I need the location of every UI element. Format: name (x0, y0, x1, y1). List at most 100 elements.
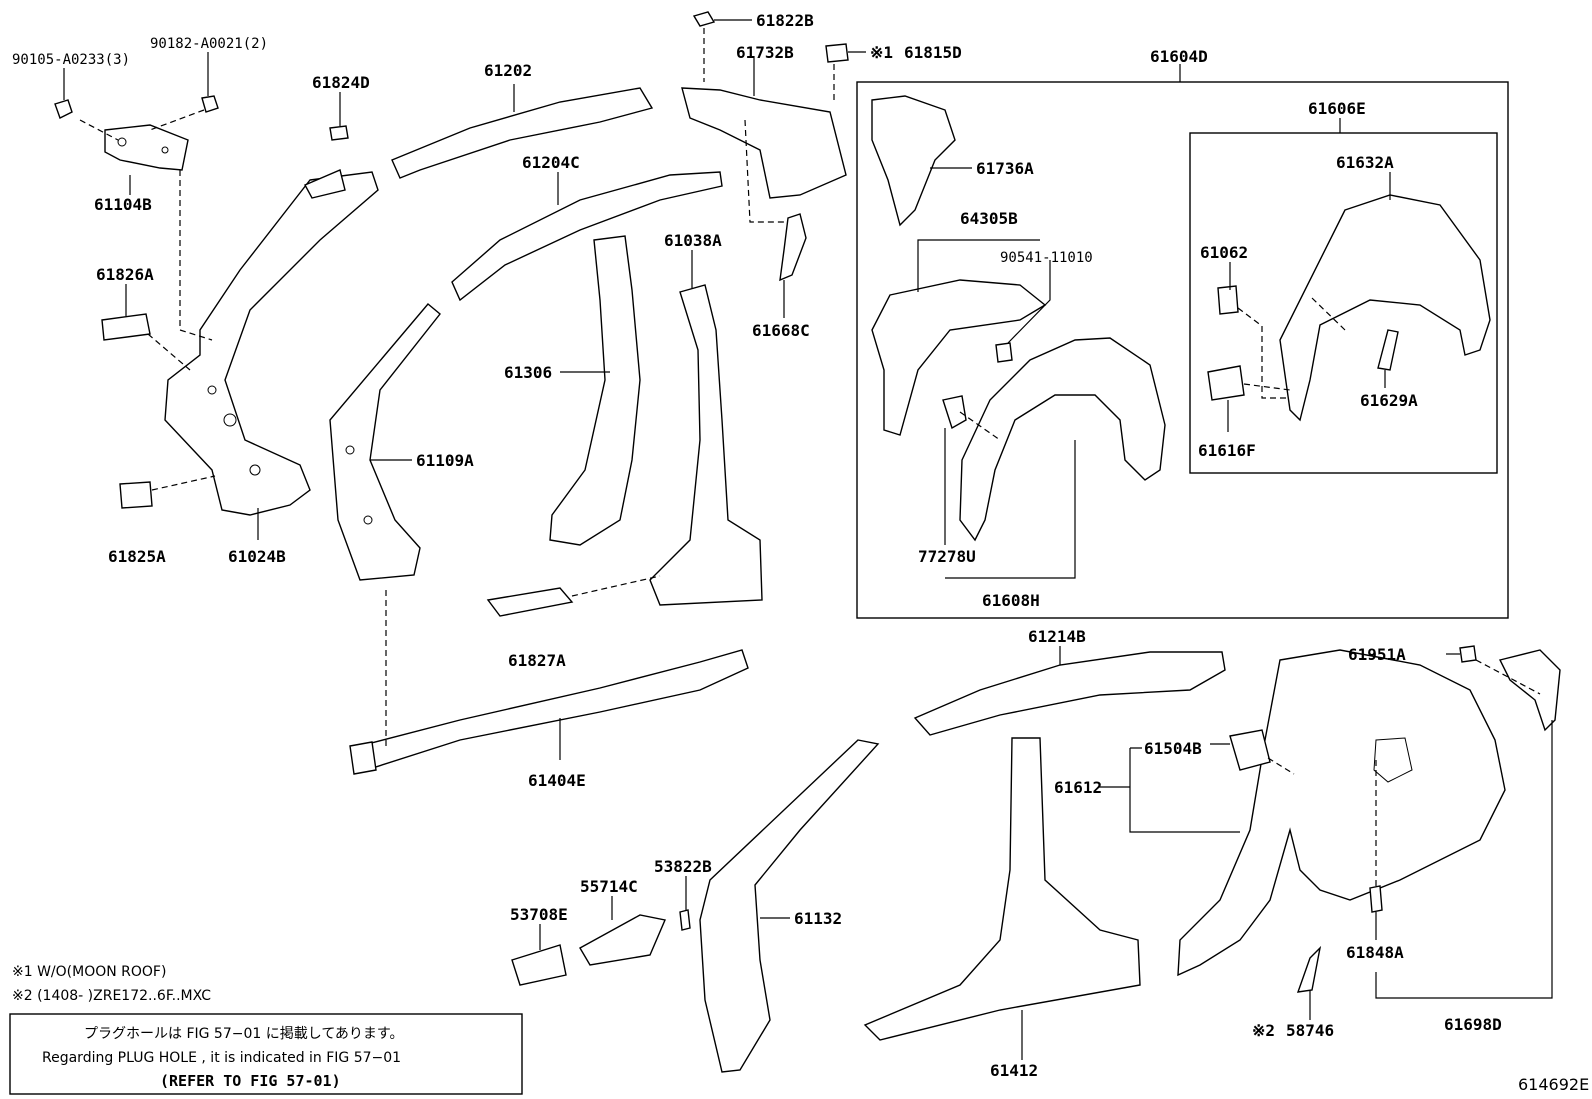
part-shape-53822B (679, 909, 691, 931)
part-shape-61951A (1459, 645, 1477, 663)
part-shape-61202 (391, 87, 654, 179)
label-90541: 90541-11010 (1000, 250, 1093, 266)
part-shape-61848A (1369, 885, 1383, 913)
label-61204C: 61204C (522, 153, 580, 172)
label-61732B: 61732B (736, 43, 794, 62)
label-61404E: 61404E (528, 771, 586, 790)
pad-61827A (486, 587, 574, 617)
pad-61825A (119, 481, 153, 509)
dash-61825A (151, 475, 216, 491)
group-box-61606E (1189, 132, 1498, 474)
part-shape-53708E (511, 944, 567, 986)
label-61668C: 61668C (752, 321, 810, 340)
part-shape-61024B (164, 171, 379, 516)
dash-61668C (744, 119, 786, 223)
part-shape-61629A (1377, 329, 1399, 371)
pad-61826A (101, 313, 151, 341)
label-61951A: 61951A (1348, 645, 1406, 664)
part-shape-55714C (579, 914, 666, 966)
label-61202: 61202 (484, 61, 532, 80)
label-61826A: 61826A (96, 265, 154, 284)
part-shape-61109A (329, 303, 441, 581)
label-53822B: 53822B (654, 857, 712, 876)
label-61132: 61132 (794, 909, 842, 928)
label-90105: 90105-A0233(3) (12, 52, 130, 68)
marker-61815D: ※1 (870, 43, 893, 62)
label-61736A: 61736A (976, 159, 1034, 178)
dash-61826A (147, 333, 191, 371)
label-61822B: 61822B (756, 11, 814, 30)
part-shape-61736A (871, 95, 956, 227)
part-shape-61204C (451, 171, 723, 302)
dash-77278U (959, 411, 1001, 441)
part-shape-61038A (649, 284, 763, 606)
label-61632A: 61632A (1336, 153, 1394, 172)
label-61306: 61306 (504, 363, 552, 382)
dash-90105 (79, 119, 119, 141)
dash-61062 (1237, 307, 1286, 399)
dash-61827A (571, 575, 661, 597)
part-shape-61404E (351, 649, 749, 773)
pad-61815D (825, 43, 849, 63)
leader-64305B (917, 239, 1040, 292)
part-shape-61612 (1177, 649, 1506, 977)
dash-61632A (1311, 297, 1346, 331)
plug-hole-note-jp: プラグホールは FIG 57−01 に掲載してあります。 (84, 1026, 404, 1042)
part-shape-61306 (549, 235, 641, 546)
label-53708E: 53708E (510, 905, 568, 924)
dash-90182 (149, 109, 205, 131)
fuel-door-opening (1373, 737, 1413, 783)
label-61629A: 61629A (1360, 391, 1418, 410)
label-61825A: 61825A (108, 547, 166, 566)
label-61606E: 61606E (1308, 99, 1366, 118)
leader-61608H (945, 440, 1076, 579)
label-61604D: 61604D (1150, 47, 1208, 66)
label-61608H: 61608H (982, 591, 1040, 610)
group-box-61604D (856, 81, 1509, 619)
label-61412: 61412 (990, 1061, 1038, 1080)
label-61815D: 61815D (904, 43, 962, 62)
part-shape-61412 (863, 737, 1141, 1041)
rocker-end-61404E (349, 741, 377, 775)
label-61824D: 61824D (312, 73, 370, 92)
label-64305B: 64305B (960, 209, 1018, 228)
part-shape-64305B (871, 279, 1047, 436)
label-61504B: 61504B (1144, 739, 1202, 758)
dash-61504B (1267, 757, 1295, 775)
label-61848A: 61848A (1346, 943, 1404, 962)
dash-61616F (1243, 383, 1291, 391)
small-bracket-61824D-base (304, 169, 346, 199)
label-61214B: 61214B (1028, 627, 1086, 646)
dash-61951A (1475, 659, 1541, 695)
marker-58746: ※2 (1252, 1021, 1275, 1040)
part-shape-61632A (1279, 194, 1491, 422)
label-61038A: 61038A (664, 231, 722, 250)
plug-hole-refer: (REFER TO FIG 57-01) (160, 1072, 341, 1090)
nut-90541-shape (995, 342, 1013, 363)
footnote-2: ※2 (1408- )ZRE172..6F..MXC (12, 988, 211, 1004)
part-shape-61104B (104, 124, 189, 171)
leader-61612 (1098, 747, 1240, 833)
figure-id: 614692E (1518, 1075, 1589, 1094)
pad-61824D (329, 125, 349, 141)
label-61062: 61062 (1200, 243, 1248, 262)
part-shape-61062 (1217, 285, 1239, 315)
label-61024B: 61024B (228, 547, 286, 566)
label-55714C: 55714C (580, 877, 638, 896)
label-61698D: 61698D (1444, 1015, 1502, 1034)
label-61616F: 61616F (1198, 441, 1256, 460)
part-shape-61616F (1207, 365, 1245, 401)
label-90182: 90182-A0021(2) (150, 36, 268, 52)
label-77278U: 77278U (918, 547, 976, 566)
leader-61698D (1375, 720, 1553, 999)
part-shape-61668C (779, 213, 807, 282)
part-shape-58746 (1296, 945, 1322, 993)
dash-61104B (179, 170, 213, 341)
part-shape-77278U (942, 395, 967, 430)
leader-90541 (1007, 260, 1051, 344)
label-61612: 61612 (1054, 778, 1102, 797)
footnote-1: ※1 W/O(MOON ROOF) (12, 964, 166, 980)
pad-61822B (692, 11, 716, 27)
label-61827A: 61827A (508, 651, 566, 670)
